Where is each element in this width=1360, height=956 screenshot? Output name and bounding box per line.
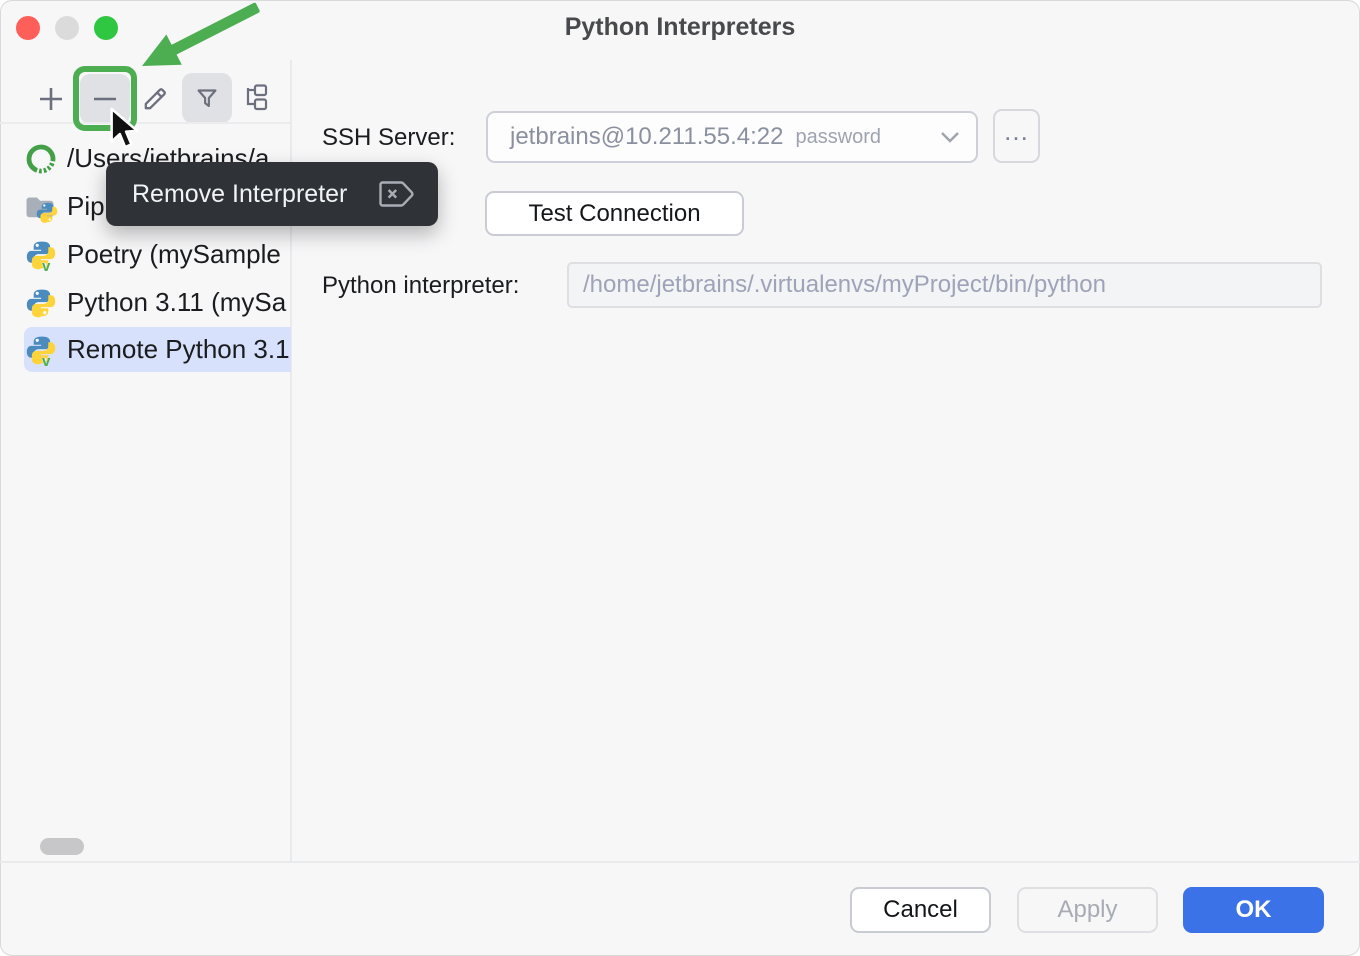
mouse-cursor-icon bbox=[110, 107, 139, 149]
remove-interpreter-button[interactable] bbox=[80, 74, 130, 124]
list-item-label: Pip bbox=[67, 191, 105, 221]
plus-icon bbox=[40, 88, 62, 110]
annotation-highlight-box bbox=[73, 66, 137, 131]
edit-interpreter-button[interactable] bbox=[138, 82, 172, 116]
python-interpreter-label: Python interpreter: bbox=[322, 272, 520, 299]
horizontal-scrollbar-thumb[interactable] bbox=[40, 838, 84, 855]
minus-icon bbox=[94, 97, 116, 101]
python-interpreter-field: /home/jetbrains/.virtualenvs/myProject/b… bbox=[567, 262, 1322, 308]
structure-icon bbox=[246, 84, 268, 111]
ssh-server-label: SSH Server: bbox=[322, 124, 456, 151]
ssh-server-value: jetbrains@10.211.55.4:22 bbox=[510, 123, 784, 150]
python-venv-icon: v bbox=[26, 241, 56, 272]
chevron-down-icon bbox=[941, 132, 959, 143]
ssh-browse-button[interactable]: ... bbox=[993, 109, 1040, 163]
list-item[interactable]: Python 3.11 (mySa bbox=[24, 280, 291, 325]
test-connection-label: Test Connection bbox=[528, 199, 701, 227]
cancel-label: Cancel bbox=[883, 896, 958, 923]
filter-interpreters-button[interactable] bbox=[182, 73, 232, 123]
python-interpreter-path: /home/jetbrains/.virtualenvs/myProject/b… bbox=[583, 271, 1106, 298]
apply-button: Apply bbox=[1017, 887, 1158, 933]
python-venv-icon: v bbox=[26, 336, 56, 367]
ellipsis-icon: ... bbox=[1004, 115, 1029, 146]
ssh-auth-type: password bbox=[795, 125, 882, 148]
minimize-window-button bbox=[55, 16, 79, 40]
list-item[interactable]: v Poetry (mySample bbox=[24, 232, 291, 277]
panel-separator bbox=[290, 60, 292, 862]
interpreter-list: /Users/jetbrains/a Pip bbox=[0, 128, 291, 856]
list-item-label: Python 3.11 (mySa bbox=[67, 287, 287, 317]
list-item-label: Remote Python 3.1 bbox=[67, 334, 290, 364]
test-connection-button[interactable]: Test Connection bbox=[485, 191, 744, 236]
zoom-window-button[interactable] bbox=[94, 16, 118, 40]
add-interpreter-button[interactable] bbox=[36, 84, 66, 114]
svg-text:v: v bbox=[42, 353, 51, 367]
pipenv-folder-icon bbox=[26, 197, 58, 223]
funnel-icon bbox=[197, 89, 217, 108]
cancel-button[interactable]: Cancel bbox=[850, 887, 991, 933]
svg-text:v: v bbox=[42, 258, 51, 272]
remove-interpreter-tooltip: Remove Interpreter bbox=[106, 162, 438, 226]
conda-icon bbox=[26, 144, 56, 173]
list-item-selected[interactable]: v Remote Python 3.1 bbox=[24, 327, 291, 372]
forward-delete-key-icon bbox=[379, 181, 414, 207]
toolbar-separator bbox=[0, 122, 291, 124]
dialog-title: Python Interpreters bbox=[564, 13, 796, 41]
pencil-icon bbox=[144, 88, 166, 110]
ok-button[interactable]: OK bbox=[1183, 887, 1324, 933]
close-window-button[interactable] bbox=[16, 16, 40, 40]
python-icon bbox=[26, 289, 56, 317]
list-item-label: Poetry (mySample bbox=[67, 239, 281, 269]
ok-label: OK bbox=[1235, 896, 1272, 923]
ssh-server-dropdown[interactable]: jetbrains@10.211.55.4:22 password bbox=[486, 111, 978, 163]
footer-separator bbox=[0, 861, 1360, 863]
list-item[interactable]: Pip bbox=[24, 184, 291, 229]
apply-label: Apply bbox=[1057, 896, 1118, 923]
tooltip-label: Remove Interpreter bbox=[132, 179, 348, 208]
annotation-arrow-icon bbox=[142, 2, 260, 66]
view-structure-button[interactable] bbox=[240, 82, 274, 116]
